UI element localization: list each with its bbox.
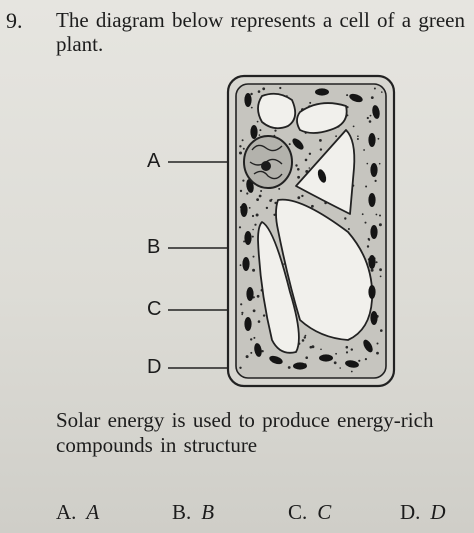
- label-c: C: [147, 298, 162, 320]
- question-prompt: Solar energy is used to produce energy-r…: [56, 408, 434, 457]
- chloroplast: [317, 169, 327, 183]
- chloroplast: [254, 343, 262, 357]
- option-d-value: D: [430, 500, 446, 524]
- vacuole-left-strip: [257, 221, 300, 354]
- nucleus: [243, 135, 293, 189]
- chloroplast: [292, 138, 304, 150]
- chloroplast: [244, 231, 252, 245]
- chloroplast: [244, 317, 252, 331]
- chloroplast: [315, 88, 329, 96]
- chloroplast: [246, 287, 254, 301]
- vacuole-long-center: [275, 198, 373, 341]
- chloroplasts: [240, 88, 380, 370]
- chloroplast: [370, 225, 378, 239]
- chloroplast: [293, 362, 307, 370]
- option-d-letter: D.: [400, 500, 421, 524]
- vacuole-top-right: [296, 102, 348, 134]
- option-b-value: B: [201, 500, 215, 524]
- chloroplast: [368, 285, 376, 299]
- option-a-letter: A.: [56, 500, 77, 524]
- chloroplast: [368, 133, 376, 147]
- chloroplast: [368, 255, 376, 269]
- chloroplast: [370, 311, 378, 325]
- label-d: D: [147, 356, 162, 378]
- option-c-letter: C.: [288, 500, 308, 524]
- label-b: B: [147, 236, 161, 258]
- chloroplast: [345, 360, 359, 368]
- chloroplast: [370, 163, 378, 177]
- option-b[interactable]: B. B: [172, 500, 214, 525]
- vacuole-middle-triangle: [295, 129, 356, 215]
- chloroplast: [349, 93, 363, 103]
- option-d[interactable]: D. D: [400, 500, 446, 525]
- question-number: 9.: [6, 8, 23, 33]
- label-a: A: [147, 150, 161, 172]
- option-a-value: A: [86, 500, 100, 524]
- question-stem: The diagram below represents a cell of a…: [56, 8, 465, 56]
- chloroplast: [269, 355, 283, 365]
- chloroplast: [250, 125, 258, 139]
- chloroplast: [319, 354, 333, 362]
- chloroplast: [242, 257, 250, 271]
- chloroplast: [244, 93, 252, 107]
- chloroplast: [240, 203, 248, 217]
- option-b-letter: B.: [172, 500, 192, 524]
- chloroplast: [372, 105, 380, 119]
- vacuole-top-left: [257, 92, 297, 130]
- option-a[interactable]: A. A: [56, 500, 99, 525]
- option-c-value: C: [317, 500, 332, 524]
- chloroplast: [368, 193, 376, 207]
- chloroplast: [363, 339, 373, 353]
- option-c[interactable]: C. C: [288, 500, 331, 525]
